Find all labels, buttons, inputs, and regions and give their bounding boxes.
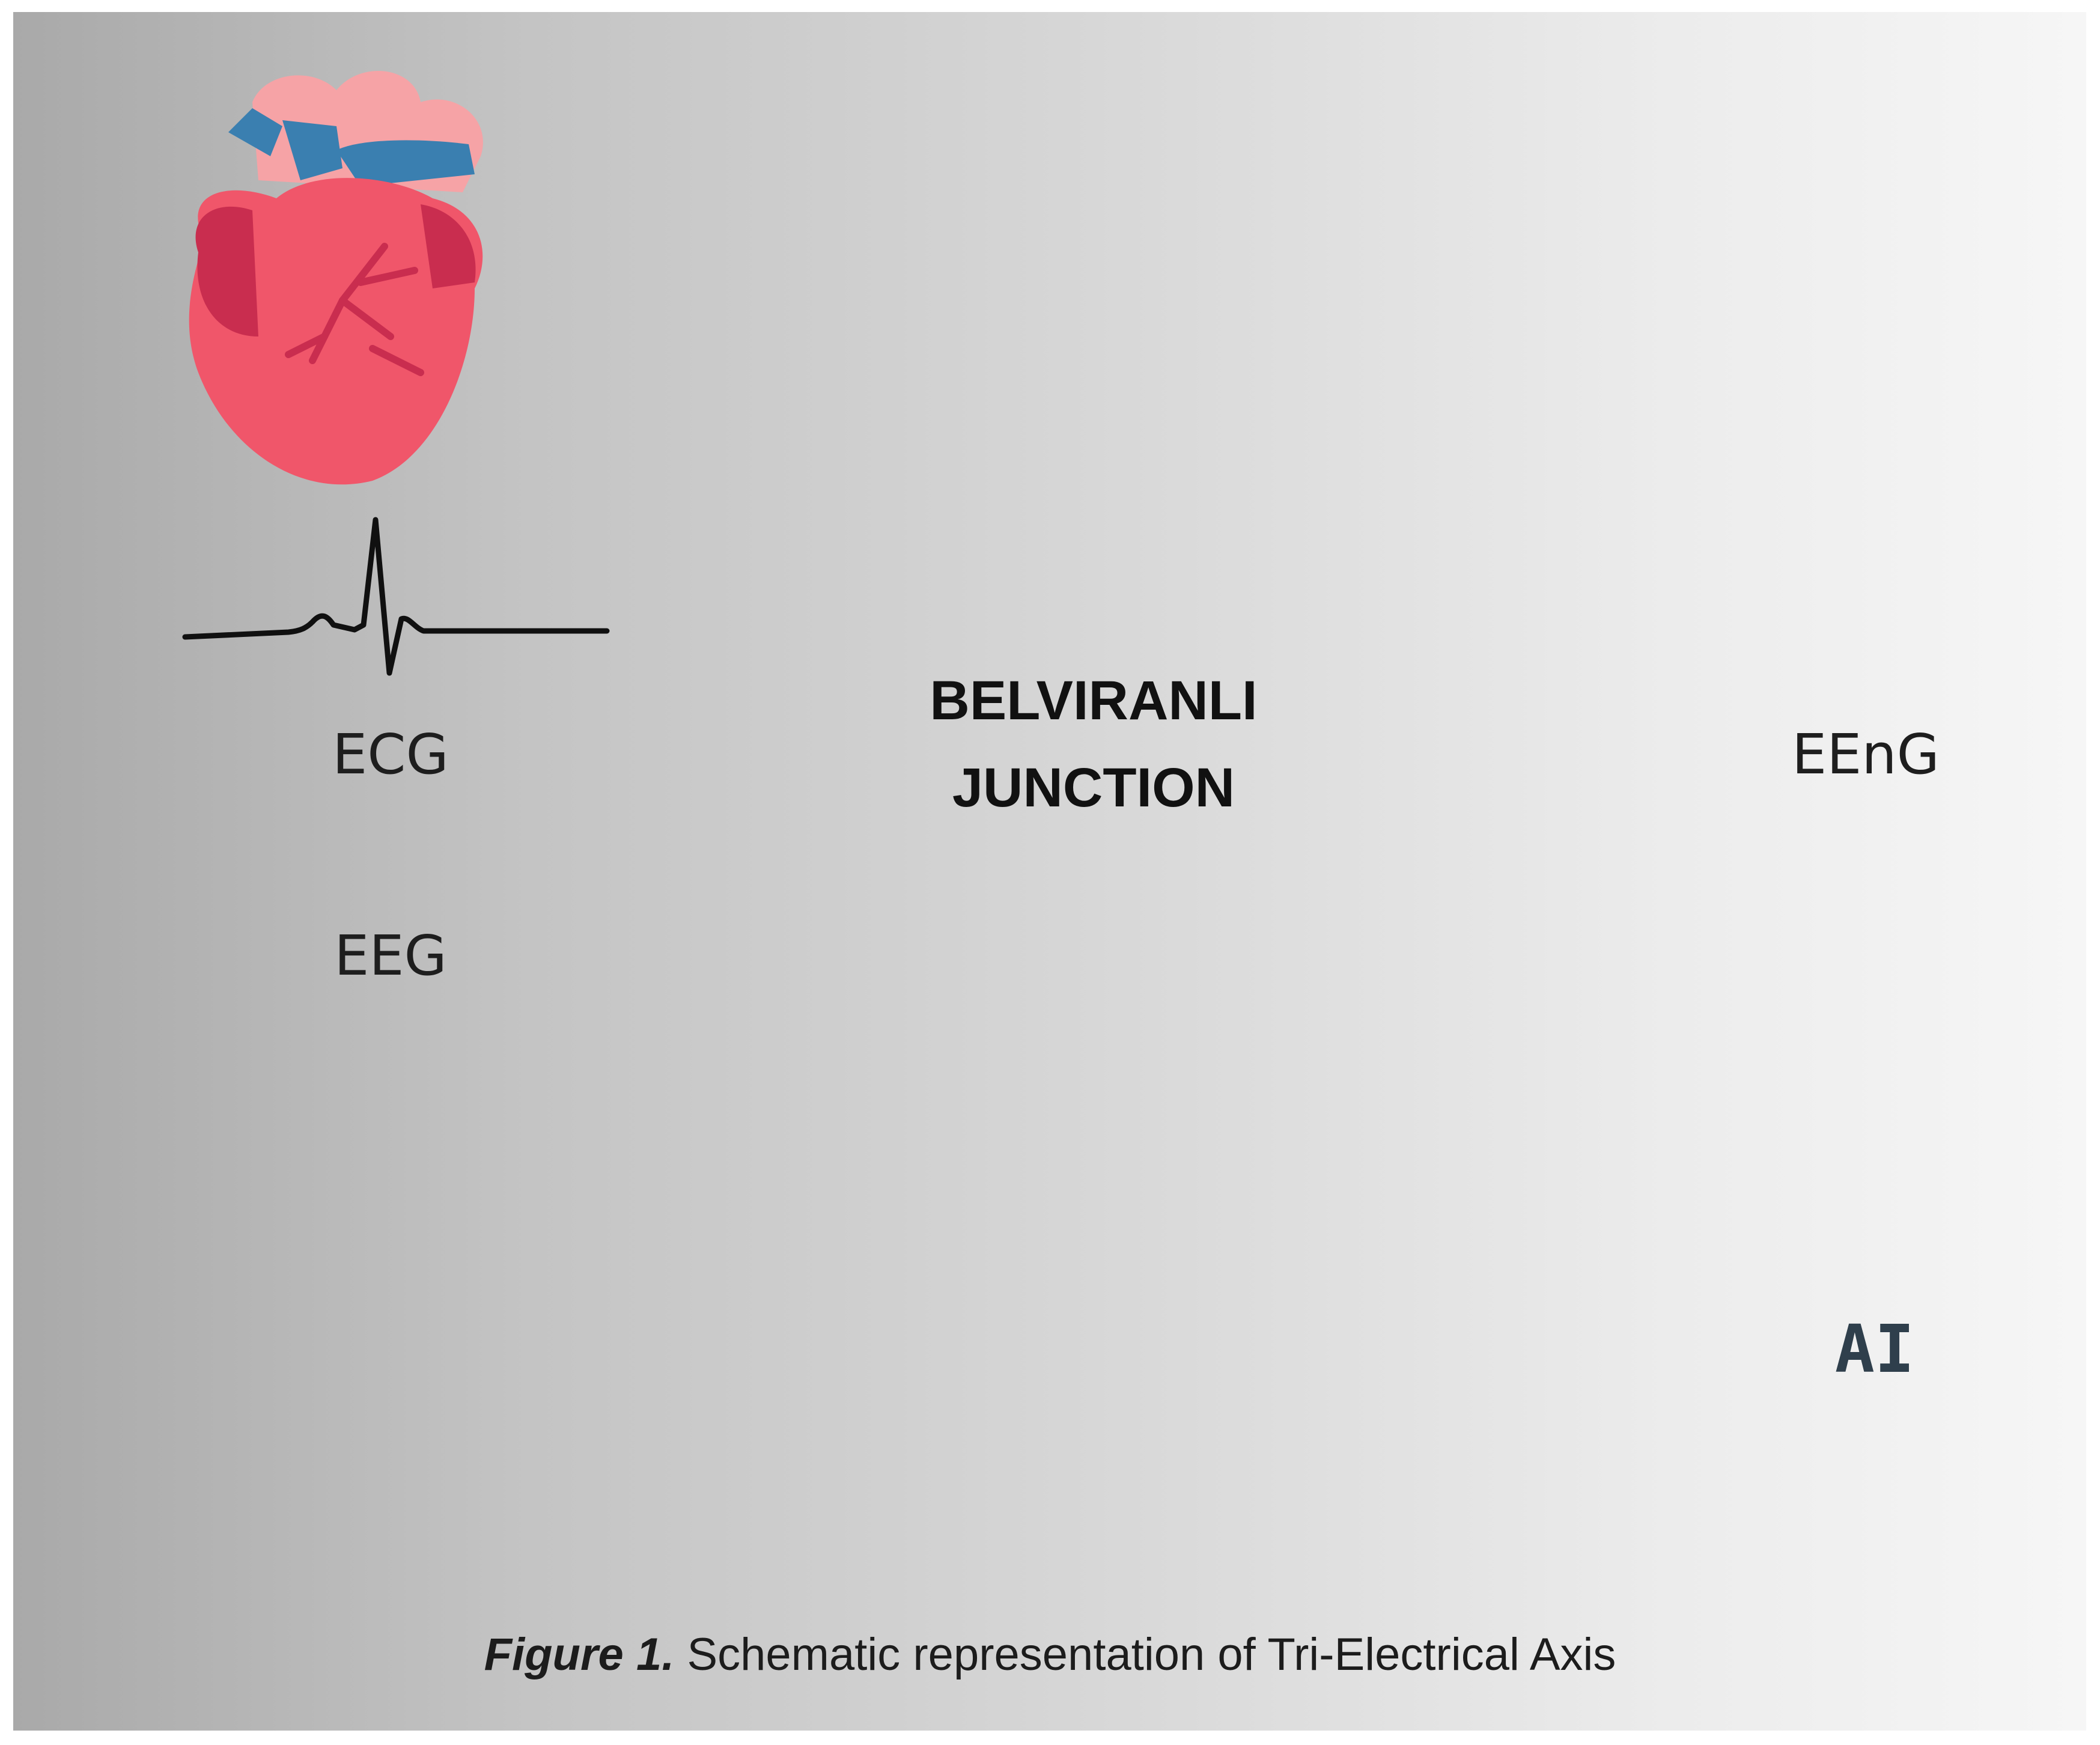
figure-caption: Figure 1. Schematic representation of Tr… xyxy=(0,1628,2100,1681)
figure-caption-text: Schematic representation of Tri-Electric… xyxy=(687,1629,1616,1680)
heart-icon xyxy=(189,70,483,485)
ecg-waveform xyxy=(182,517,610,676)
ai-chip-label: AI xyxy=(1834,1311,1915,1387)
eeng-label: EEnG xyxy=(1792,722,1940,787)
ecg-label: ECG xyxy=(332,722,449,787)
junction-title-line2: JUNCTION xyxy=(952,757,1235,818)
figure-number: Figure 1. xyxy=(484,1629,675,1680)
junction-title-line1: BELVIRANLI xyxy=(930,670,1258,731)
eeg-label: EEG xyxy=(334,924,447,988)
